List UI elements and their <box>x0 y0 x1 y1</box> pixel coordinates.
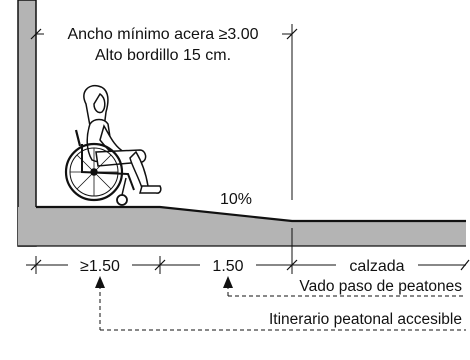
dim-sidewalk-min: ≥1.50 <box>80 258 120 275</box>
callout-accessible-route: Itinerario peatonal accesible <box>269 311 462 328</box>
title-line-1: Ancho mínimo acera ≥3.00 <box>67 26 258 43</box>
callout-crossing-ramp: Vado paso de peatones <box>299 278 462 295</box>
dim-mask-2 <box>200 255 256 275</box>
arrow-up-crossing-icon <box>223 276 233 288</box>
title-mask <box>44 18 282 62</box>
dim-roadway: calzada <box>349 258 404 275</box>
title-line-2: Alto bordillo 15 cm. <box>95 47 231 64</box>
slope-label: 10% <box>220 191 252 208</box>
pavement-section <box>18 207 466 246</box>
arrow-up-accessible-icon <box>95 276 105 288</box>
pavement-surface-line <box>36 205 466 223</box>
dim-mask-3 <box>336 255 418 275</box>
dim-ramp: 1.50 <box>212 258 243 275</box>
dim-mask-1 <box>68 255 132 275</box>
wheelchair-user-icon <box>64 84 162 206</box>
